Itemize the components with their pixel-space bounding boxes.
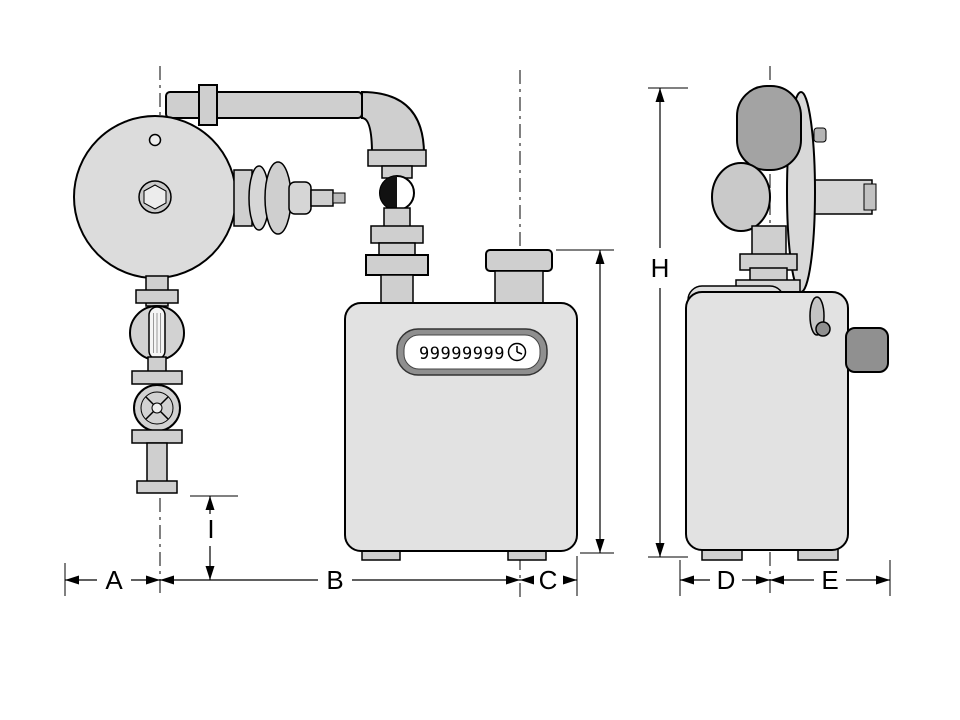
- dimension-label-A: A: [105, 565, 123, 595]
- relief-valve-assembly: [233, 161, 346, 235]
- counter-knob-side: [815, 321, 831, 337]
- dimension-H: H: [651, 88, 670, 557]
- meter-body-side: [685, 291, 849, 551]
- test-dial-icon: [507, 342, 527, 362]
- inlet-flange: [365, 254, 429, 276]
- relief-nipple: [310, 189, 334, 207]
- regulator-hex-nut: [143, 184, 167, 210]
- regulator-screw: [148, 133, 162, 147]
- gas-meter-side: [685, 285, 889, 561]
- regulator-outlet-arm: [809, 179, 873, 215]
- relief-disc-2: [264, 161, 292, 235]
- riser-flange-2: [131, 429, 183, 444]
- pipe-elbow: [361, 90, 426, 155]
- outlet-arm-cap: [863, 183, 877, 211]
- counter-window: [403, 334, 541, 370]
- valve-nipple: [383, 207, 411, 229]
- dimension-A: A: [65, 565, 160, 595]
- pipe-flange: [198, 84, 218, 126]
- dimension-I: I: [205, 496, 215, 580]
- inlet-pipe: [380, 274, 414, 308]
- dimension-C: C: [520, 565, 577, 595]
- riser-collar: [135, 289, 179, 304]
- dimension-label-C: C: [539, 565, 558, 595]
- riser-pipe-3: [146, 442, 168, 484]
- top-pipe-assembly: [165, 84, 427, 179]
- dimension-B: B: [160, 565, 520, 595]
- dimension-annotations: A B C D: [64, 87, 891, 596]
- counter-digits: 99999999: [419, 344, 505, 364]
- valve-union: [370, 225, 424, 244]
- dimension-label-E: E: [821, 565, 838, 595]
- regulator-side-screw: [813, 127, 827, 143]
- handwheel-inner-rim: [140, 391, 174, 425]
- dimension-E: E: [770, 565, 890, 595]
- outlet-nut: [485, 249, 553, 272]
- gas-meter-front: 99999999: [344, 302, 578, 561]
- relief-cap: [288, 181, 312, 215]
- horizontal-pipe: [165, 91, 363, 119]
- inlet-end-flange: [136, 480, 178, 494]
- side-neck: [751, 225, 787, 259]
- pressure-regulator-side: [711, 85, 877, 299]
- handwheel-valve: [133, 384, 181, 432]
- meter-outlet-connection: [485, 249, 553, 306]
- counter-display: 99999999: [396, 328, 548, 376]
- elbow-union: [367, 149, 427, 167]
- dimension-label-I: I: [207, 514, 214, 544]
- dimension-D: D: [680, 565, 770, 595]
- ball-valve: [365, 175, 429, 308]
- relief-vent-stub: [332, 192, 346, 204]
- relief-dome-side: [711, 162, 771, 232]
- dimension-label-D: D: [717, 565, 736, 595]
- riser-flange-1: [131, 370, 183, 385]
- front-view: 99999999: [73, 84, 578, 561]
- pressure-regulator-front: [73, 115, 346, 279]
- valve-dark-half: [380, 176, 397, 210]
- side-outlet-boss: [845, 327, 889, 373]
- dimension-label-B: B: [326, 565, 343, 595]
- side-view: [685, 85, 889, 561]
- dimension-meter-height: [595, 250, 605, 553]
- outlet-pipe: [494, 270, 544, 306]
- dimension-label-H: H: [651, 253, 670, 283]
- handwheel-hub: [151, 402, 163, 414]
- regulator-top-cap: [736, 85, 802, 171]
- inlet-riser-train: [129, 275, 185, 494]
